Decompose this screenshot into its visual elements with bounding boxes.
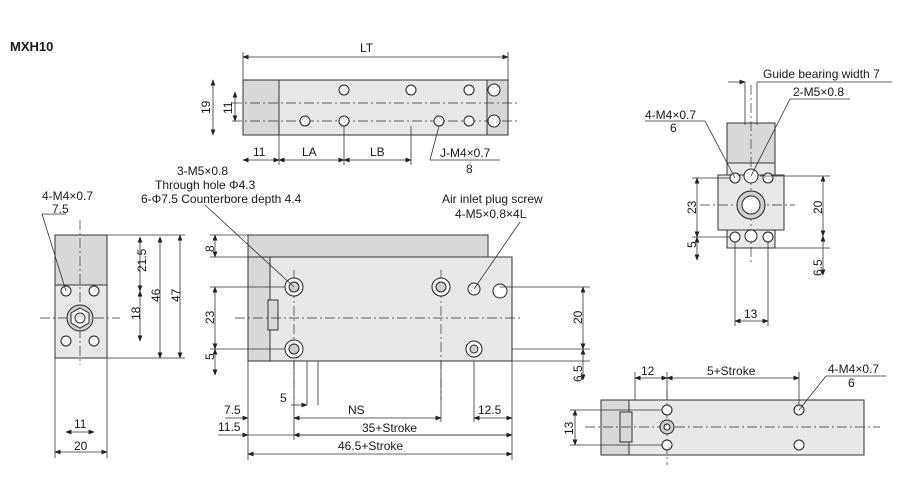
top-view: LT 19 11 11 LA LB J-M4×0.7 8 (199, 41, 520, 176)
left-dim-20: 20 (74, 439, 88, 453)
right-guide: Guide bearing width 7 (763, 67, 880, 81)
bottom-stroke5: 5+Stroke (707, 364, 756, 378)
front-air-inlet: Air inlet plug screw (442, 192, 543, 206)
front-dim-6-5: 6.5 (571, 365, 585, 382)
left-dim-11: 11 (74, 417, 87, 431)
front-air-inlet-spec: 4-M5×0.8×4L (455, 207, 527, 221)
left-dim-18: 18 (129, 306, 143, 320)
front-note2: Through hole Φ4.3 (155, 178, 256, 192)
right-dim-13: 13 (744, 307, 758, 321)
top-dim-LA: LA (302, 145, 317, 159)
front-dim-11-5: 11.5 (218, 420, 241, 434)
front-dim-5: 5 (203, 353, 217, 360)
front-dim-8: 8 (203, 245, 217, 252)
front-note1: 3-M5×0.8 (177, 164, 228, 178)
top-dim-LB: LB (370, 145, 385, 159)
right-depth: 6 (670, 121, 677, 135)
front-dim-12-5: 12.5 (478, 403, 502, 417)
front-dim-20: 20 (571, 310, 585, 324)
front-dim-NS: NS (348, 403, 365, 417)
front-dim-7-5: 7.5 (224, 403, 241, 417)
front-stroke46: 46.5+Stroke (338, 439, 403, 453)
top-j-tap: J-M4×0.7 (440, 146, 491, 160)
left-dim-46: 46 (149, 288, 163, 302)
front-note3: 6-Φ7.5 Counterbore depth 4.4 (141, 192, 302, 206)
top-dim-19: 19 (199, 100, 213, 114)
right-tap: 4-M4×0.7 (645, 108, 696, 122)
left-dim-47: 47 (169, 288, 183, 302)
left-depth: 7.5 (52, 202, 69, 216)
bottom-tap: 4-M4×0.7 (828, 362, 879, 376)
model-title: MXH10 (10, 39, 53, 54)
left-view: 4-M4×0.7 7.5 21.5 18 46 47 11 20 (40, 189, 185, 458)
right-dim-6-5: 6.5 (811, 259, 825, 276)
top-dim-11b: 11 (253, 145, 266, 159)
bottom-dim-12: 12 (641, 364, 655, 378)
top-dim-LT: LT (360, 41, 374, 55)
front-stroke35: 35+Stroke (362, 421, 417, 435)
bottom-view: 12 5+Stroke 4-M4×0.7 6 13 (562, 362, 886, 465)
front-dim-5b: 5 (280, 391, 287, 405)
left-tap: 4-M4×0.7 (42, 189, 93, 203)
right-dim-23: 23 (685, 200, 699, 214)
front-dim-23: 23 (203, 310, 217, 324)
right-m5: 2-M5×0.8 (793, 85, 844, 99)
top-j-depth: 8 (466, 162, 473, 176)
left-dim-21-5: 21.5 (135, 248, 149, 272)
front-view: 3-M5×0.8 Through hole Φ4.3 6-Φ7.5 Counte… (141, 164, 590, 460)
right-dim-20: 20 (811, 200, 825, 214)
right-dim-5: 5 (685, 241, 699, 248)
top-dim-11: 11 (221, 101, 235, 114)
right-view: Guide bearing width 7 2-M5×0.8 4-M4×0.7 … (645, 67, 892, 326)
bottom-depth: 6 (848, 376, 855, 390)
bottom-dim-13: 13 (562, 421, 576, 435)
